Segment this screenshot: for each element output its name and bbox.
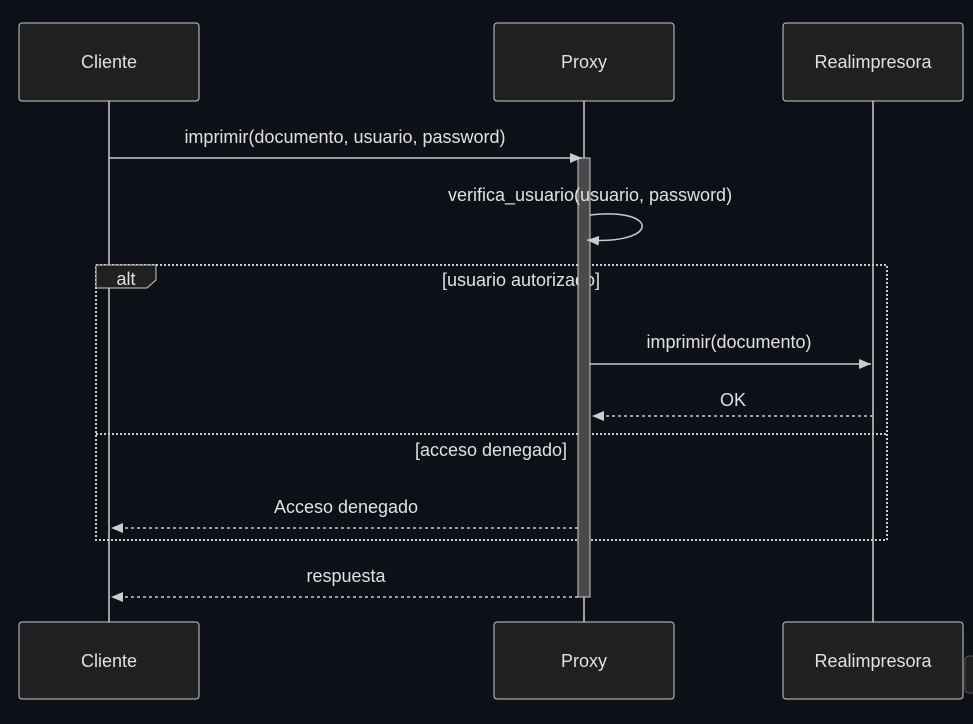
alt-frame-tag: [95, 264, 157, 289]
alt-frame: [95, 264, 888, 541]
message-label-imprimir-full: imprimir(documento, usuario, password): [184, 127, 505, 147]
actor-label-proxy: Proxy: [561, 52, 607, 72]
alt-condition-denied: [acceso denegado]: [415, 440, 567, 460]
message-label-ok: OK: [720, 390, 746, 410]
edge-control[interactable]: [964, 655, 973, 694]
alt-frame-tag-label: alt: [116, 269, 135, 289]
actor-realimpresora-bottom[interactable]: Realimpresora: [782, 621, 964, 700]
actor-label-realimpresora-bottom: Realimpresora: [814, 651, 932, 671]
message-label-imprimir-documento: imprimir(documento): [646, 332, 811, 352]
actor-cliente-top[interactable]: Cliente: [18, 22, 200, 102]
actor-proxy-bottom[interactable]: Proxy: [493, 621, 675, 700]
actor-cliente-bottom[interactable]: Cliente: [18, 621, 200, 700]
actor-label-realimpresora: Realimpresora: [814, 52, 932, 72]
actor-proxy-top[interactable]: Proxy: [493, 22, 675, 102]
message-label-respuesta: respuesta: [306, 566, 386, 586]
message-label-verifica-usuario: verifica_usuario(usuario, password): [448, 185, 732, 206]
proxy-activation-bar: [577, 157, 591, 598]
actor-realimpresora-top[interactable]: Realimpresora: [782, 22, 964, 102]
message-arrow-verifica-usuario: [586, 213, 643, 246]
message-label-acceso-denegado: Acceso denegado: [274, 497, 418, 517]
actor-label-proxy-bottom: Proxy: [561, 651, 607, 671]
actor-label-cliente-bottom: Cliente: [81, 651, 137, 671]
alt-condition-authorized: [usuario autorizado]: [442, 270, 600, 290]
actor-label-cliente: Cliente: [81, 52, 137, 72]
